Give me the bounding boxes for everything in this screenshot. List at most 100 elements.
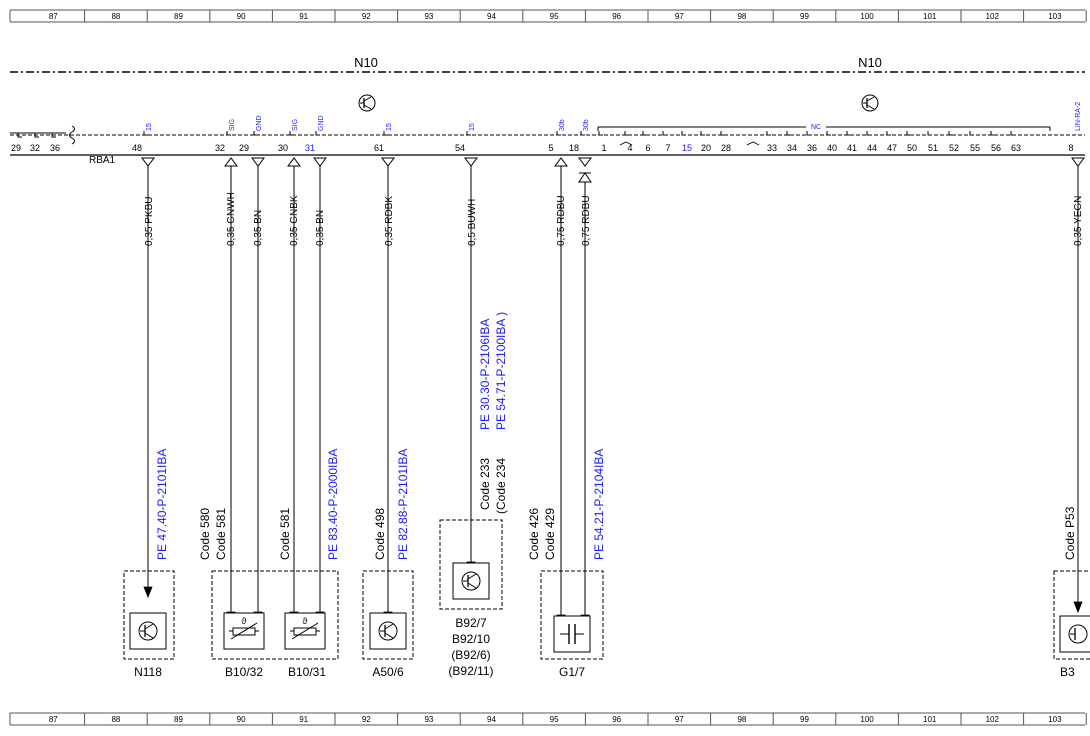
pin-tag: 15 [469, 123, 476, 131]
svg-text:ϑ: ϑ [303, 616, 308, 626]
wire-label: 0,35 BN [253, 210, 264, 246]
wire-p29: 29 GND 0,35 BN [239, 115, 265, 624]
pin-tag: GND [318, 115, 325, 131]
component-label: B10/32 [225, 665, 263, 679]
column-number: 101 [923, 12, 937, 21]
column-number: 89 [174, 715, 183, 724]
pin-number: 7 [665, 143, 670, 153]
pin-number: 63 [1011, 143, 1021, 153]
pin-tag: 30b [559, 119, 566, 131]
signal-out-arrow-icon [313, 157, 327, 167]
column-number: 96 [612, 12, 621, 21]
signal-out-arrow-icon [464, 157, 478, 167]
pin-number: 33 [767, 143, 777, 153]
column-number: 92 [362, 715, 371, 724]
wire-label: 0,35 YEGN [1073, 196, 1084, 246]
component-label: B92/7 [455, 616, 487, 630]
arrowhead-icon [1073, 601, 1083, 614]
signal-in-arrow-icon [554, 157, 568, 167]
pin-tag: SIG [229, 119, 236, 131]
column-number: 102 [986, 12, 1000, 21]
component-frame-a50-6 [362, 570, 414, 660]
pin-number: 32 [215, 143, 225, 153]
wire-label: 0,35 BN [315, 210, 326, 246]
pin-tag: LIN-RA-2 [1075, 102, 1082, 131]
connector-name: RBA1 [89, 155, 116, 166]
column-number: 100 [860, 12, 874, 21]
module-label-left: N10 [354, 55, 378, 70]
pin-number: 36 [50, 143, 60, 153]
code-label: Code 429 [543, 508, 557, 560]
code-label: Code 426 [527, 508, 541, 560]
column-number: 92 [362, 12, 371, 21]
component-label: N118 [134, 665, 162, 679]
pin-number: 1 [601, 143, 606, 153]
column-number: 100 [860, 715, 874, 724]
column-number: 90 [237, 715, 246, 724]
component-label: A50/6 [372, 665, 404, 679]
pin-number: 51 [928, 143, 938, 153]
pe-reference[interactable]: PE 47.40-P-2101IBA [155, 449, 169, 560]
pin-number: 29 [239, 143, 249, 153]
pin-break-marker [619, 141, 760, 146]
wire-label: 0,35 GNWH [226, 192, 237, 246]
pin-number: 36 [807, 143, 817, 153]
pe-reference[interactable]: PE 54.71-P-2100IBA ) [494, 312, 508, 430]
pe-reference[interactable]: PE 82.88-P-2101IBA [396, 449, 410, 560]
column-number: 96 [612, 715, 621, 724]
pin-number: 20 [701, 143, 711, 153]
pe-reference[interactable]: PE 30.30-P-2106IBA [478, 319, 492, 430]
ntc-thermistor-icon: ϑ [223, 612, 265, 650]
pin-number: 30 [278, 143, 288, 153]
transistor-sensor-icon [129, 612, 167, 650]
wire-label: 0,35 PKBU [144, 197, 155, 246]
transistor-sensor-icon [452, 562, 490, 600]
code-label: Code 498 [373, 508, 387, 560]
column-number: 90 [237, 12, 246, 21]
pin-number: 47 [887, 143, 897, 153]
transistor-icon [861, 94, 879, 112]
column-number: 97 [675, 715, 684, 724]
column-number: 89 [174, 12, 183, 21]
pin-number: 40 [827, 143, 837, 153]
pin-number: 8 [1068, 143, 1073, 153]
signal-in-arrow-icon [224, 157, 238, 167]
wire-p8: 0,35 YEGN [1071, 157, 1085, 614]
code-label: Code 581 [214, 508, 228, 560]
pin-number: 29 [11, 143, 21, 153]
pin-number: 61 [374, 143, 384, 153]
module-label-right: N10 [858, 55, 882, 70]
column-number: 97 [675, 12, 684, 21]
column-number: 88 [111, 12, 120, 21]
nc-label: NC [811, 124, 821, 131]
pin-number: 44 [867, 143, 877, 153]
code-label: Code 233 [478, 458, 492, 510]
component-label: B92/10 [452, 632, 490, 646]
pin-number: 15 [682, 143, 692, 153]
code-label: Code P53 [1063, 506, 1077, 560]
component-label: G1/7 [559, 665, 585, 679]
signal-in-arrow-icon [287, 157, 301, 167]
pe-reference[interactable]: PE 54.21-P-2104IBA [592, 449, 606, 560]
pin-tag: GND [256, 115, 263, 131]
pin-number: 41 [847, 143, 857, 153]
column-number: 98 [737, 715, 746, 724]
pin-number: 18 [569, 143, 579, 153]
pin-number: 56 [991, 143, 1001, 153]
column-number: 91 [299, 12, 308, 21]
pe-reference[interactable]: PE 83.40-P-2000IBA [326, 449, 340, 560]
signal-out-arrow-icon [141, 157, 155, 167]
wire-label: 0,75 RDBU [581, 195, 592, 246]
code-label: (Code 234 [494, 458, 508, 514]
column-number: 91 [299, 715, 308, 724]
signal-in-arrow-icon [578, 172, 592, 183]
signal-out-arrow-icon [578, 157, 592, 167]
column-number: 99 [800, 715, 809, 724]
pin-number: 31 [305, 143, 315, 153]
